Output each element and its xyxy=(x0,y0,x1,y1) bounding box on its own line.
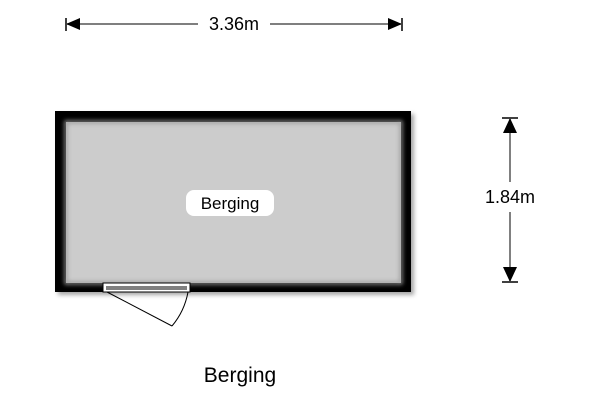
door xyxy=(102,282,191,327)
arrow-right-icon xyxy=(388,18,402,30)
width-dimension: 3.36m xyxy=(65,14,403,34)
room-berging: Berging xyxy=(55,111,411,292)
arrow-left-icon xyxy=(66,18,80,30)
depth-dimension: 1.84m xyxy=(485,117,535,283)
depth-dimension-label: 1.84m xyxy=(485,187,535,207)
room-label: Berging xyxy=(201,194,260,213)
room-label-background xyxy=(186,190,274,216)
arrow-up-icon xyxy=(503,118,517,133)
arrow-down-icon xyxy=(503,267,517,282)
floor-title: Berging xyxy=(204,364,276,387)
width-dimension-label: 3.36m xyxy=(209,14,259,34)
